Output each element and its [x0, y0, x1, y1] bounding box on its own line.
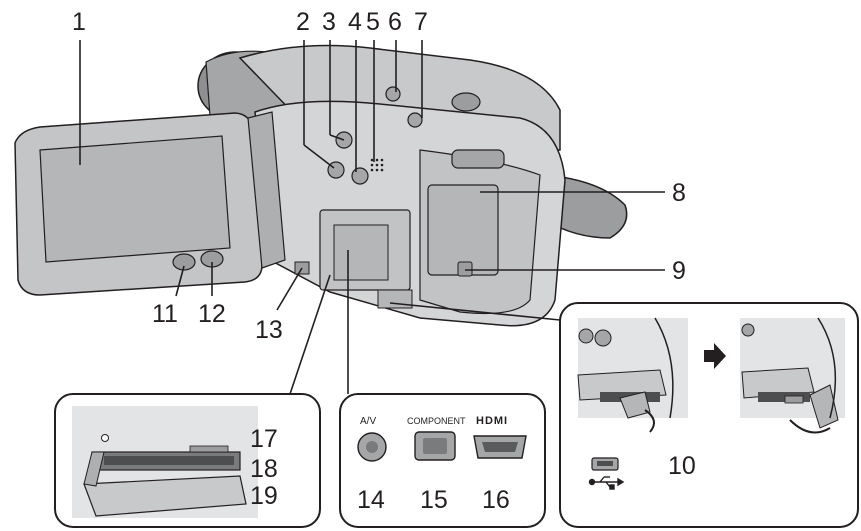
callout-19: 19 — [250, 482, 278, 510]
callout-12: 12 — [198, 300, 226, 328]
usb-terminal-inner — [597, 461, 613, 466]
access-lamp — [101, 434, 109, 442]
lower-cover — [377, 289, 413, 309]
card-slot-inner — [104, 456, 234, 465]
hdmi-label: HDMI — [476, 415, 508, 427]
usb-cover-open — [740, 317, 845, 434]
callout-2: 2 — [296, 8, 310, 36]
callout-13: 13 — [255, 316, 283, 344]
callout-7: 7 — [414, 8, 428, 36]
av-terminal-hole — [366, 441, 378, 453]
callout-9: 9 — [672, 257, 686, 285]
card-slot-cover-edge — [83, 451, 105, 487]
speaker-grille — [370, 158, 384, 172]
callout-16: 16 — [482, 486, 510, 514]
callout-17: 17 — [250, 425, 278, 453]
component-label: COMPONENT — [407, 416, 466, 426]
usb-icon — [588, 476, 625, 490]
slot-ledge — [189, 445, 229, 453]
card-slot-inset: 17 18 19 — [54, 393, 321, 528]
callout-15: 15 — [420, 486, 448, 514]
callout-14: 14 — [357, 486, 385, 514]
hand-strap — [544, 174, 628, 239]
top-button-6 — [385, 86, 401, 102]
callout-3: 3 — [322, 8, 336, 36]
usb-cover-inset: 10 — [559, 302, 859, 528]
top-callout-numbers: 1 2 3 4 5 6 7 8 9 11 12 13 — [72, 8, 686, 344]
usb-cover-closed — [577, 317, 688, 433]
callout-4: 4 — [348, 8, 362, 36]
lcd-hinge — [247, 111, 286, 269]
hdmi-terminal-inner — [482, 442, 518, 452]
callout-8: 8 — [672, 179, 686, 207]
mode-dial — [451, 92, 481, 112]
component-terminal-inner — [423, 438, 447, 454]
top-button-7 — [407, 112, 423, 128]
button-4 — [351, 167, 369, 185]
photo-shot-switch — [451, 149, 505, 169]
camcorder-illustration — [14, 44, 628, 327]
callout-5: 5 — [366, 8, 380, 36]
av-label: A/V — [360, 416, 376, 427]
callout-18: 18 — [250, 455, 278, 483]
right-arrow-icon — [704, 343, 726, 369]
callout-lines — [79, 40, 665, 495]
callout-11: 11 — [152, 300, 178, 328]
callout-6: 6 — [388, 8, 402, 36]
card-slot-cover — [83, 475, 247, 517]
terminal-door — [333, 224, 389, 281]
terminals-inset: A/V COMPONENT HDMI 14 15 16 — [339, 393, 546, 528]
callout-1: 1 — [72, 8, 86, 36]
callout-10: 10 — [668, 452, 696, 480]
battery-release — [457, 261, 473, 277]
lcd-screen — [39, 135, 231, 263]
button-11 — [172, 253, 196, 271]
